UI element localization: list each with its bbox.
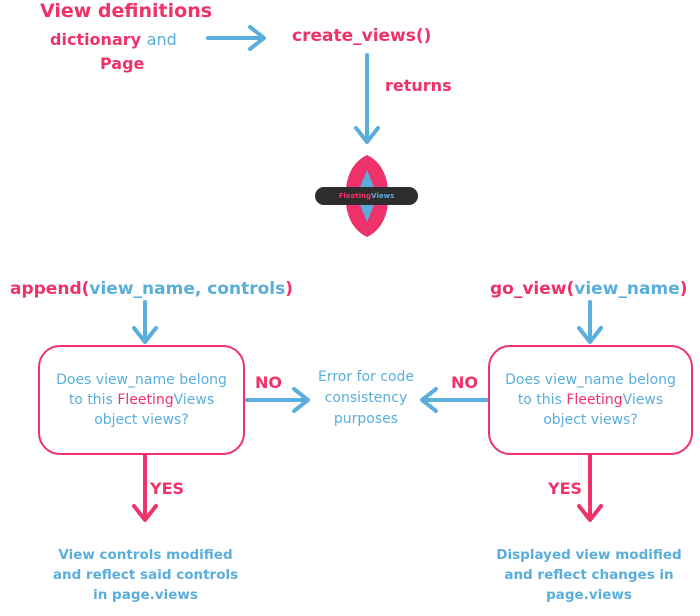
create-views-label: create_views() [292, 26, 432, 46]
left-box-line1: Does view_name belong [56, 372, 227, 388]
error-line1: Error for code [317, 369, 415, 385]
go-view-func-args: view_name [574, 279, 680, 299]
dictionary-and-label: dictionary and [50, 30, 177, 49]
left-decision-box: Does view_name belong to this FleetingVi… [38, 345, 245, 455]
arrow-left-yes-to-result [132, 453, 158, 522]
left-result-text: View controls modified and reflect said … [38, 545, 253, 605]
arrow-inputs-to-create-views [206, 25, 266, 51]
dictionary-text: dictionary [50, 30, 142, 49]
left-box-line3: object views? [94, 412, 189, 428]
returns-label: returns [385, 76, 452, 95]
right-decision-box: Does view_name belong to this FleetingVi… [488, 345, 693, 455]
left-box-line2: to this FleetingViews [68, 392, 215, 408]
right-box-line2: to this FleetingViews [517, 392, 664, 408]
logo-views-text: Views [371, 192, 395, 200]
go-view-function-label: go_view(view_name) [490, 279, 688, 299]
append-func-args: view_name, controls [89, 279, 286, 299]
arrow-right-no-to-error [420, 387, 489, 413]
left-result-line1: View controls modified [58, 547, 233, 563]
view-definitions-label: View definitions [40, 0, 213, 22]
error-line2: consistency [324, 390, 408, 406]
and-text: and [146, 30, 177, 49]
error-line3: purposes [333, 411, 399, 427]
left-no-label: NO [255, 373, 282, 392]
right-yes-label: YES [548, 479, 583, 498]
left-result-line2: and reflect said controls [52, 567, 239, 583]
right-result-line3: page.views [546, 587, 632, 603]
fleetingviews-logo-icon [346, 155, 388, 237]
append-func-close: ) [285, 279, 294, 299]
right-box-line3: object views? [543, 412, 638, 428]
right-box-line1: Does view_name belong [505, 372, 676, 388]
go-view-func-close: ) [679, 279, 688, 299]
arrow-append-to-check [132, 300, 158, 344]
arrow-go-view-to-check [577, 300, 603, 344]
left-result-line3: in page.views [93, 587, 198, 603]
error-message: Error for code consistency purposes [305, 367, 427, 430]
go-view-func-name: go_view( [490, 279, 575, 299]
right-no-label: NO [451, 373, 478, 392]
arrow-left-no-to-error [245, 387, 310, 413]
arrow-create-views-returns [354, 53, 380, 144]
right-result-line1: Displayed view modified [496, 547, 682, 563]
append-func-name: append( [10, 279, 90, 299]
append-function-label: append(view_name, controls) [10, 279, 293, 299]
page-label: Page [100, 54, 145, 73]
logo-fleeting-text: Fleeting [338, 192, 372, 200]
left-yes-label: YES [150, 479, 185, 498]
right-result-text: Displayed view modified and reflect chan… [480, 545, 698, 605]
arrow-right-yes-to-result [577, 453, 603, 522]
right-result-line2: and reflect changes in [504, 567, 674, 583]
